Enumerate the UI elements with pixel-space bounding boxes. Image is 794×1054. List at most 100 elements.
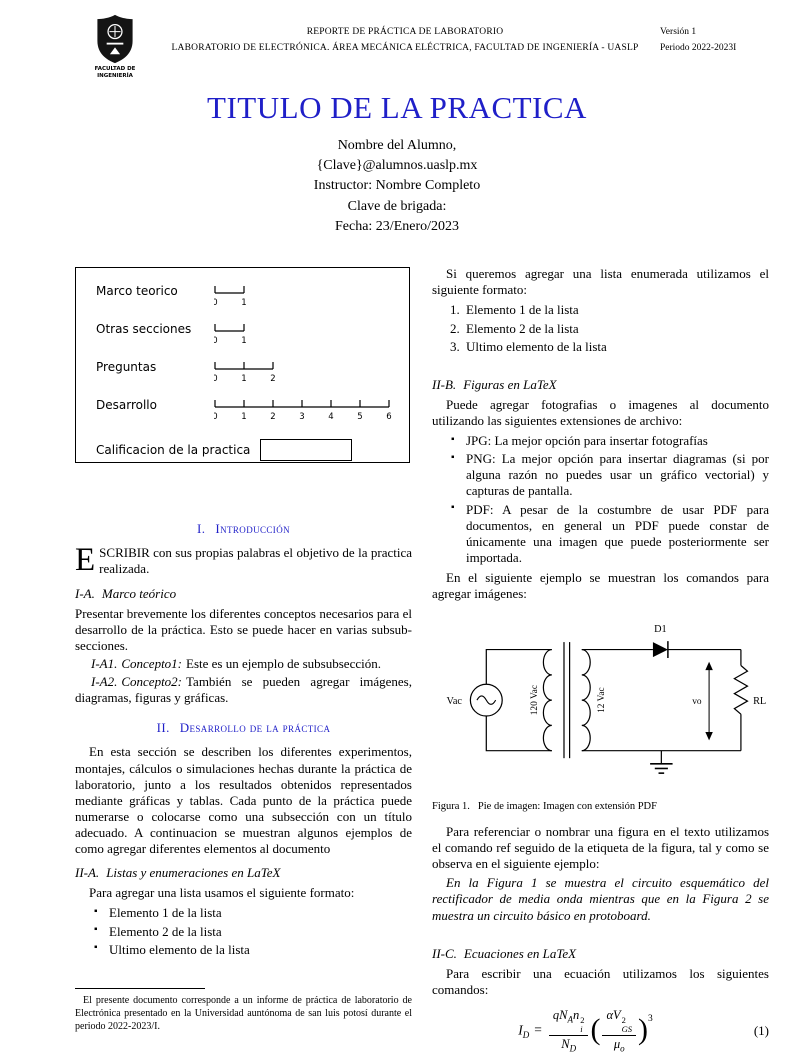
- list-item: JPG: La mejor opción para insertar fotog…: [451, 433, 769, 449]
- desarrollo-intro-paragraph: En esta sección se describen los diferen…: [75, 744, 412, 857]
- diode-icon: [652, 642, 668, 658]
- load-label: RL: [753, 696, 766, 707]
- primary-voltage-label: 120 Vac: [530, 685, 540, 715]
- rubric-tick-label: 2: [270, 374, 275, 384]
- resistor-icon: [733, 665, 749, 715]
- list-item: 1.Elemento 1 de la lista: [450, 302, 579, 318]
- rubric-tick-label: 4: [328, 412, 333, 422]
- list-item: Elemento 2 de la lista: [94, 924, 412, 940]
- rubric-tick-label: 0: [214, 412, 218, 422]
- rubric-tick-label: 1: [241, 298, 246, 308]
- figure-reference-paragraph: Para referenciar o nombrar una figura en…: [432, 823, 769, 872]
- rubric-tick-label: 5: [357, 412, 362, 422]
- diode-label: D1: [654, 624, 667, 635]
- author-date: Fecha: 23/Enero/2023: [334, 218, 460, 234]
- file-format-list: JPG: La mejor opción para insertar fotog…: [451, 433, 769, 566]
- rubric-row: Desarrollo 0 1 2 3 4 5 6: [96, 398, 395, 423]
- rubric-tick-label: 3: [299, 412, 304, 422]
- rubric-row-label: Marco teorico: [96, 284, 178, 299]
- numbered-list: 1.Elemento 1 de la lista 2.Elemento 2 de…: [450, 302, 769, 354]
- list-item: Elemento 1 de la lista: [94, 905, 412, 921]
- rubric-tick-label: 6: [386, 412, 391, 422]
- rubric-row-label: Preguntas: [96, 360, 157, 375]
- header-lab-line: LABORATORIO DE ELECTRÓNICA. ÁREA MECÁNIC…: [171, 43, 639, 54]
- header-period: Periodo 2022-2023I: [660, 43, 737, 54]
- list-item: 2.Elemento 2 de la lista: [450, 320, 579, 336]
- subsection-heading-marco-teorico: I-A.Marco teórico: [75, 585, 177, 601]
- section-heading-desarrollo: II.Desarrollo de la práctica: [156, 720, 331, 736]
- equation-intro-paragraph: Para escribir una ecuación utilizamos lo…: [432, 965, 769, 997]
- header-center: REPORTE DE PRÁCTICA DE LABORATORIO LABOR…: [150, 14, 660, 56]
- ground-icon: [650, 750, 673, 775]
- faculty-shield-icon: [97, 14, 133, 64]
- subsubsection-concepto1: I-A1.Concepto1:Este es un ejemplo de sub…: [91, 656, 381, 671]
- header-right: Versión 1 Periodo 2022-2023I: [660, 14, 770, 56]
- subsection-heading-listas: II-A.Listas y enumeraciones en LaTeX: [75, 865, 281, 881]
- marco-teorico-paragraph: Presentar brevemente los diferentes conc…: [75, 605, 412, 653]
- page-header: FACULTAD DE INGENIERÍA REPORTE DE PRÁCTI…: [86, 14, 770, 80]
- rubric-row: Preguntas 0 1 2: [96, 360, 395, 385]
- rubric-tick-label: 1: [241, 412, 246, 422]
- footnote-text: El presente documento corresponde a un i…: [75, 995, 412, 1033]
- subsection-heading-ecuaciones: II-C.Ecuaciones en LaTeX: [432, 945, 577, 961]
- author-block: Nombre del Alumno, {Clave}@alumnos.uaslp…: [0, 136, 794, 237]
- rubric-tick-label: 0: [214, 336, 218, 346]
- drop-cap: E: [75, 542, 96, 579]
- rubric-tick-label: 2: [270, 412, 275, 422]
- rubric-row-label: Desarrollo: [96, 398, 157, 413]
- section-heading-introduction: I.Introducción: [196, 521, 291, 537]
- rubric-row-label: Otras secciones: [96, 322, 192, 337]
- author-instructor: Instructor: Nombre Completo: [313, 178, 481, 194]
- rubric-tick-label: 1: [241, 336, 246, 346]
- rubric-tick-label: 1: [241, 374, 246, 384]
- header-version: Versión 1: [660, 27, 697, 37]
- rubric-score-box: [260, 439, 353, 462]
- enum-intro-paragraph: Si queremos agregar una lista enumerada …: [432, 266, 769, 298]
- figure-1-caption: Figura 1.Pie de imagen: Imagen con exten…: [432, 801, 657, 813]
- secondary-voltage-label: 12 Vac: [597, 688, 607, 714]
- list-item: PNG: La mejor opción para insertar diagr…: [451, 451, 769, 499]
- author-brigade: Clave de brigada:: [347, 198, 447, 214]
- output-label: vo: [692, 697, 702, 707]
- rectifier-circuit-figure: Vac 120 Vac 12 Vac: [447, 624, 766, 775]
- list-item: 3.Ultimo elemento de la lista: [450, 338, 607, 354]
- list-item: PDF: A pesar de la costumbre de usar PDF…: [451, 502, 769, 566]
- author-name: Nombre del Alumno,: [337, 137, 457, 153]
- footnote-rule: [75, 988, 205, 990]
- list-item: Ultimo elemento de la lista: [94, 942, 412, 958]
- rubric-tick-label: 0: [214, 298, 218, 308]
- output-arrow-icon: [705, 661, 713, 741]
- rubric-tick-label: 0: [214, 374, 218, 384]
- right-column: Si queremos agregar una lista enumerada …: [432, 263, 769, 1054]
- rubric-score-row: Calificacion de la practica: [96, 439, 395, 462]
- figure-reference-example: En la Figura 1 se muestra el circuito es…: [432, 875, 769, 923]
- subsection-heading-figuras: II-B.Figuras en LaTeX: [432, 376, 557, 392]
- figure-example-paragraph: En el siguiente ejemplo se muestran los …: [432, 569, 769, 602]
- logo-caption: FACULTAD DE INGENIERÍA: [94, 66, 136, 79]
- header-report-line: REPORTE DE PRÁCTICA DE LABORATORIO: [306, 27, 504, 37]
- equation-number: (1): [753, 1023, 769, 1039]
- page-title: TITULO DE LA PRACTICA: [207, 89, 587, 125]
- bullet-list: Elemento 1 de la lista Elemento 2 de la …: [94, 905, 412, 958]
- figure-1: Vac 120 Vac 12 Vac: [432, 614, 769, 794]
- footnote: El presente documento corresponde a un i…: [75, 988, 412, 1033]
- document-page: FACULTAD DE INGENIERÍA REPORTE DE PRÁCTI…: [0, 0, 794, 1028]
- university-logo: FACULTAD DE INGENIERÍA: [86, 14, 144, 80]
- rubric-scale: 0 1 2 3 4 5 6: [214, 400, 392, 422]
- list-intro-paragraph: Para agregar una lista usamos el siguien…: [89, 885, 355, 901]
- source-label: Vac: [447, 696, 463, 707]
- rubric-score-label: Calificacion de la practica: [96, 442, 251, 457]
- figuras-intro-paragraph: Puede agregar fotografias o imagenes al …: [432, 396, 769, 428]
- subsubsection-concepto2: I-A2.Concepto2:También se pueden agregar…: [75, 674, 412, 706]
